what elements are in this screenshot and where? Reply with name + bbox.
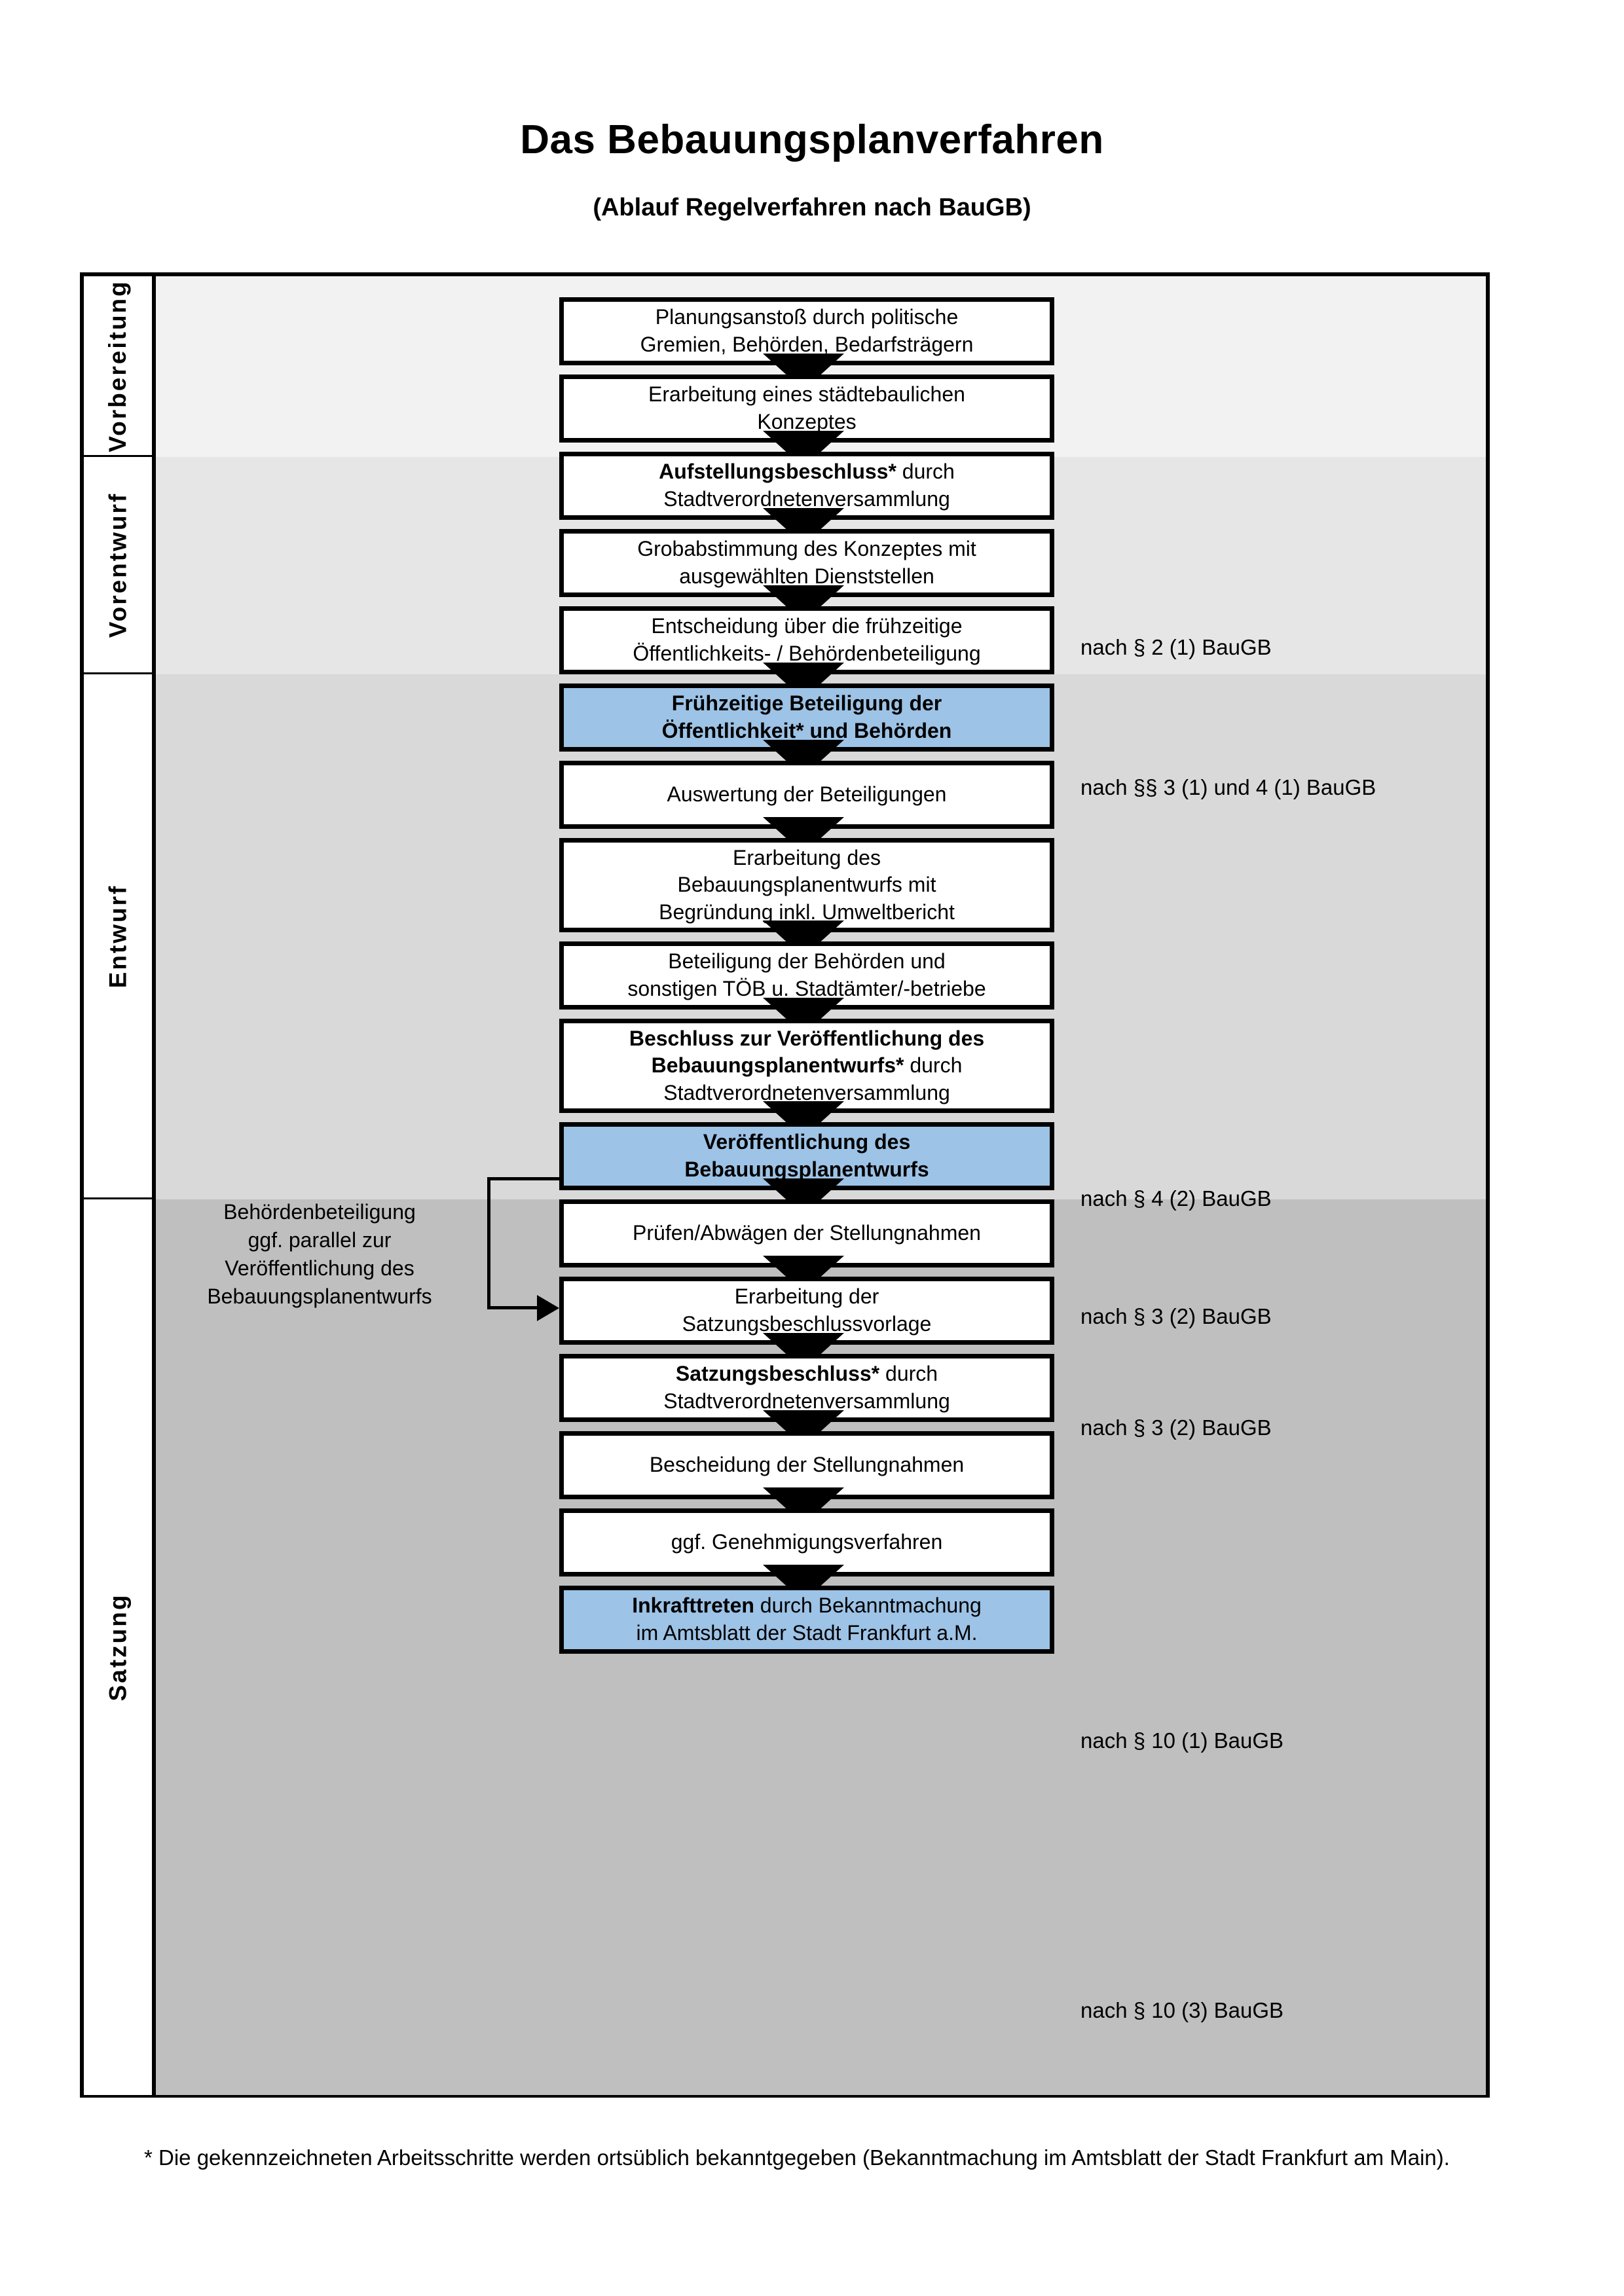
step-line: Stadtverordnetenversammlung (663, 1080, 950, 1104)
flowchart-frame: Vorbereitung Vorentwurf Entwurf Satzung … (80, 272, 1490, 2098)
step-line-bold: Beschluss zur Veröffentlichung des (629, 1026, 985, 1050)
step-line: Bescheidung der Stellungnahmen (649, 1453, 965, 1477)
step-line-bold: Satzungsbeschluss* (675, 1362, 880, 1386)
step-line: ggf. Genehmigungsverfahren (671, 1530, 943, 1554)
step-line: Aufstellungsbeschluss* durch (570, 458, 1043, 486)
flow-step-erarbeitung-bebauungsplanentwurf[interactable]: Erarbeitung des Bebauungsplanentwurfs mi… (559, 838, 1054, 932)
step-line: sonstigen TÖB u. Stadtämter/-betriebe (627, 977, 986, 1000)
bracket-arrowhead-icon (537, 1295, 559, 1321)
phase-label-text: Vorentwurf (104, 492, 132, 638)
step-line: Begründung inkl. Umweltbericht (659, 900, 955, 924)
step-line-bold: Inkrafttreten (632, 1594, 754, 1618)
phase-label-vorentwurf: Vorentwurf (84, 457, 152, 674)
step-line: im Amtsblatt der Stadt Frankfurt a.M. (636, 1621, 978, 1645)
step-line: Erarbeitung der (734, 1285, 879, 1309)
step-line-suffix: durch (904, 1053, 963, 1078)
legal-note-paragraph-3-1-4-1: nach §§ 3 (1) und 4 (1) BauGB (1080, 775, 1376, 799)
step-line: Grobabstimmung des Konzeptes mit (637, 537, 976, 561)
phase-label-vorbereitung: Vorbereitung (84, 276, 152, 457)
step-line-bold: Aufstellungsbeschluss* (659, 460, 896, 484)
flow-step-beschluss-veroeffentlichung[interactable]: Beschluss zur Veröffentlichung des Bebau… (559, 1019, 1054, 1113)
flow-step-aufstellungsbeschluss[interactable]: Aufstellungsbeschluss* durch Stadtverord… (559, 452, 1054, 520)
flow-step-satzungsbeschluss[interactable]: Satzungsbeschluss* durch Stadtverordnete… (559, 1354, 1054, 1422)
step-line-bold: Bebauungsplanentwurfs (684, 1157, 929, 1181)
step-line: Bebauungsplanentwurfs (570, 1156, 1043, 1184)
step-line-bold: Frühzeitige Beteiligung der (671, 691, 942, 716)
step-line: Inkrafttreten durch Bekanntmachung (570, 1592, 1043, 1620)
step-line: Planungsanstoß durch politische (655, 305, 959, 329)
step-line: Auswertung der Beteiligungen (667, 782, 947, 807)
legal-note-paragraph-2-1: nach § 2 (1) BauGB (1080, 635, 1272, 659)
step-line-bold: Öffentlichkeit* und Behörden (661, 719, 952, 742)
step-line: Prüfen/Abwägen der Stellungnahmen (633, 1221, 981, 1245)
bracket-left-segment (487, 1177, 490, 1309)
step-line: Stadtverordnetenversammlung (663, 1389, 950, 1413)
legal-note-paragraph-3-2-a: nach § 3 (2) BauGB (1080, 1304, 1272, 1328)
footnote-text: * Die gekennzeichneten Arbeitsschritte w… (144, 2145, 1450, 2170)
side-note-line: Veröffentlichung des (225, 1256, 415, 1280)
step-line: Bebauungsplanentwurfs* durch (570, 1052, 1043, 1080)
step-line: Bebauungsplanentwurfs mit (677, 873, 936, 897)
page-title: Das Bebauungsplanverfahren (520, 117, 1104, 162)
step-line: Satzungsbeschluss* durch (570, 1360, 1043, 1388)
step-line: Öffentlichkeit* und Behörden (570, 718, 1043, 745)
phase-label-text: Vorbereitung (104, 279, 131, 452)
step-line: Öffentlichkeits- / Behördenbeteiligung (633, 642, 981, 665)
step-line: Erarbeitung des (733, 845, 881, 869)
step-line: Veröffentlichung des (570, 1129, 1043, 1156)
step-line: ausgewählten Dienststellen (679, 564, 934, 588)
step-line: Erarbeitung eines städtebaulichen (648, 382, 965, 407)
step-line-suffix: durch Bekanntmachung (754, 1594, 982, 1618)
phase-label-text: Entwurf (104, 884, 132, 988)
page-subtitle: (Ablauf Regelverfahren nach BauGB) (593, 194, 1031, 222)
title-block: Das Bebauungsplanverfahren (Ablauf Regel… (0, 117, 1624, 222)
phase-label-entwurf: Entwurf (84, 674, 152, 1199)
step-line-suffix: durch (879, 1362, 938, 1386)
step-line: Stadtverordnetenversammlung (663, 487, 950, 511)
step-line: Entscheidung über die frühzeitige (651, 614, 963, 638)
phase-label-text: Satzung (104, 1593, 132, 1702)
legal-note-paragraph-3-2-b: nach § 3 (2) BauGB (1080, 1415, 1272, 1440)
step-line: Konzeptes (757, 410, 857, 433)
step-line-bold: Veröffentlichung des (703, 1130, 911, 1154)
bracket-top-segment (487, 1177, 559, 1180)
step-line-bold: Bebauungsplanentwurfs* (651, 1053, 904, 1078)
side-note-line: ggf. parallel zur (248, 1228, 392, 1252)
legal-note-paragraph-10-1: nach § 10 (1) BauGB (1080, 1728, 1284, 1753)
phase-column-divider (152, 276, 156, 2094)
side-note-line: Bebauungsplanentwurfs (207, 1284, 432, 1308)
phase-label-satzung: Satzung (84, 1199, 152, 2095)
step-line: Beschluss zur Veröffentlichung des (570, 1025, 1043, 1053)
step-line: Satzungsbeschlussvorlage (682, 1312, 932, 1336)
step-line: Gremien, Behörden, Bedarfsträgern (640, 333, 974, 356)
step-line-suffix: durch (896, 460, 955, 484)
step-line: Frühzeitige Beteiligung der (570, 690, 1043, 718)
step-line: Beteiligung der Behörden und (668, 949, 946, 974)
legal-note-paragraph-10-3: nach § 10 (3) BauGB (1080, 1998, 1284, 2022)
bracket-bottom-segment (487, 1306, 538, 1309)
flow-step-inkrafttreten[interactable]: Inkrafttreten durch Bekanntmachung im Am… (559, 1586, 1054, 1654)
side-note-behoerdenbeteiligung: Behördenbeteiligung ggf. parallel zur Ve… (169, 1198, 470, 1311)
legal-note-paragraph-4-2: nach § 4 (2) BauGB (1080, 1186, 1272, 1211)
side-note-line: Behördenbeteiligung (223, 1200, 416, 1224)
